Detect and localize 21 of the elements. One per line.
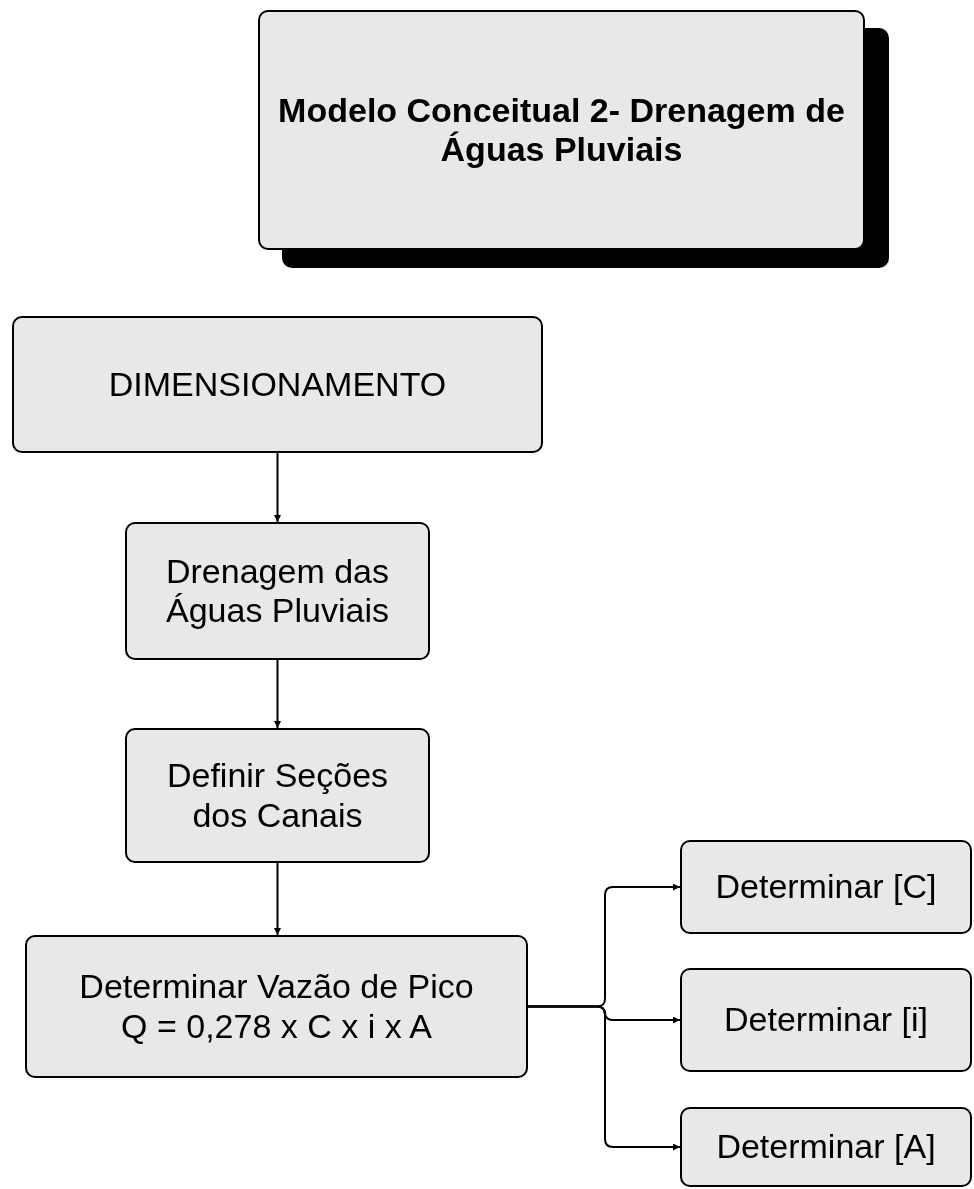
box-label: Determinar Vazão de Pico xyxy=(79,967,474,1007)
box-label: DIMENSIONAMENTO xyxy=(108,364,447,405)
box-label: Determinar [C] xyxy=(715,867,937,907)
process-box xyxy=(680,840,972,934)
process-box xyxy=(12,316,543,453)
process-box xyxy=(680,1107,972,1187)
process-box xyxy=(125,728,430,863)
process-box xyxy=(125,522,430,660)
process-box xyxy=(680,968,972,1072)
arrow xyxy=(527,1005,681,1151)
box-label: Determinar [i] xyxy=(723,1000,929,1040)
box-label: Definir Seções dos Canais xyxy=(165,756,390,835)
formula-text: Q = 0,278 x C x i x A xyxy=(121,1006,432,1046)
box-label: Determinar [A] xyxy=(716,1127,936,1167)
arrow xyxy=(274,659,281,729)
arrow xyxy=(274,452,281,523)
title-box xyxy=(258,10,865,250)
arrow xyxy=(274,862,281,936)
title-text: Modelo Conceitual 2- Drenagem de Águas Pluviais xyxy=(277,90,846,170)
process-box xyxy=(25,935,528,1078)
box-label: Drenagem das Águas Pluviais xyxy=(165,551,390,631)
